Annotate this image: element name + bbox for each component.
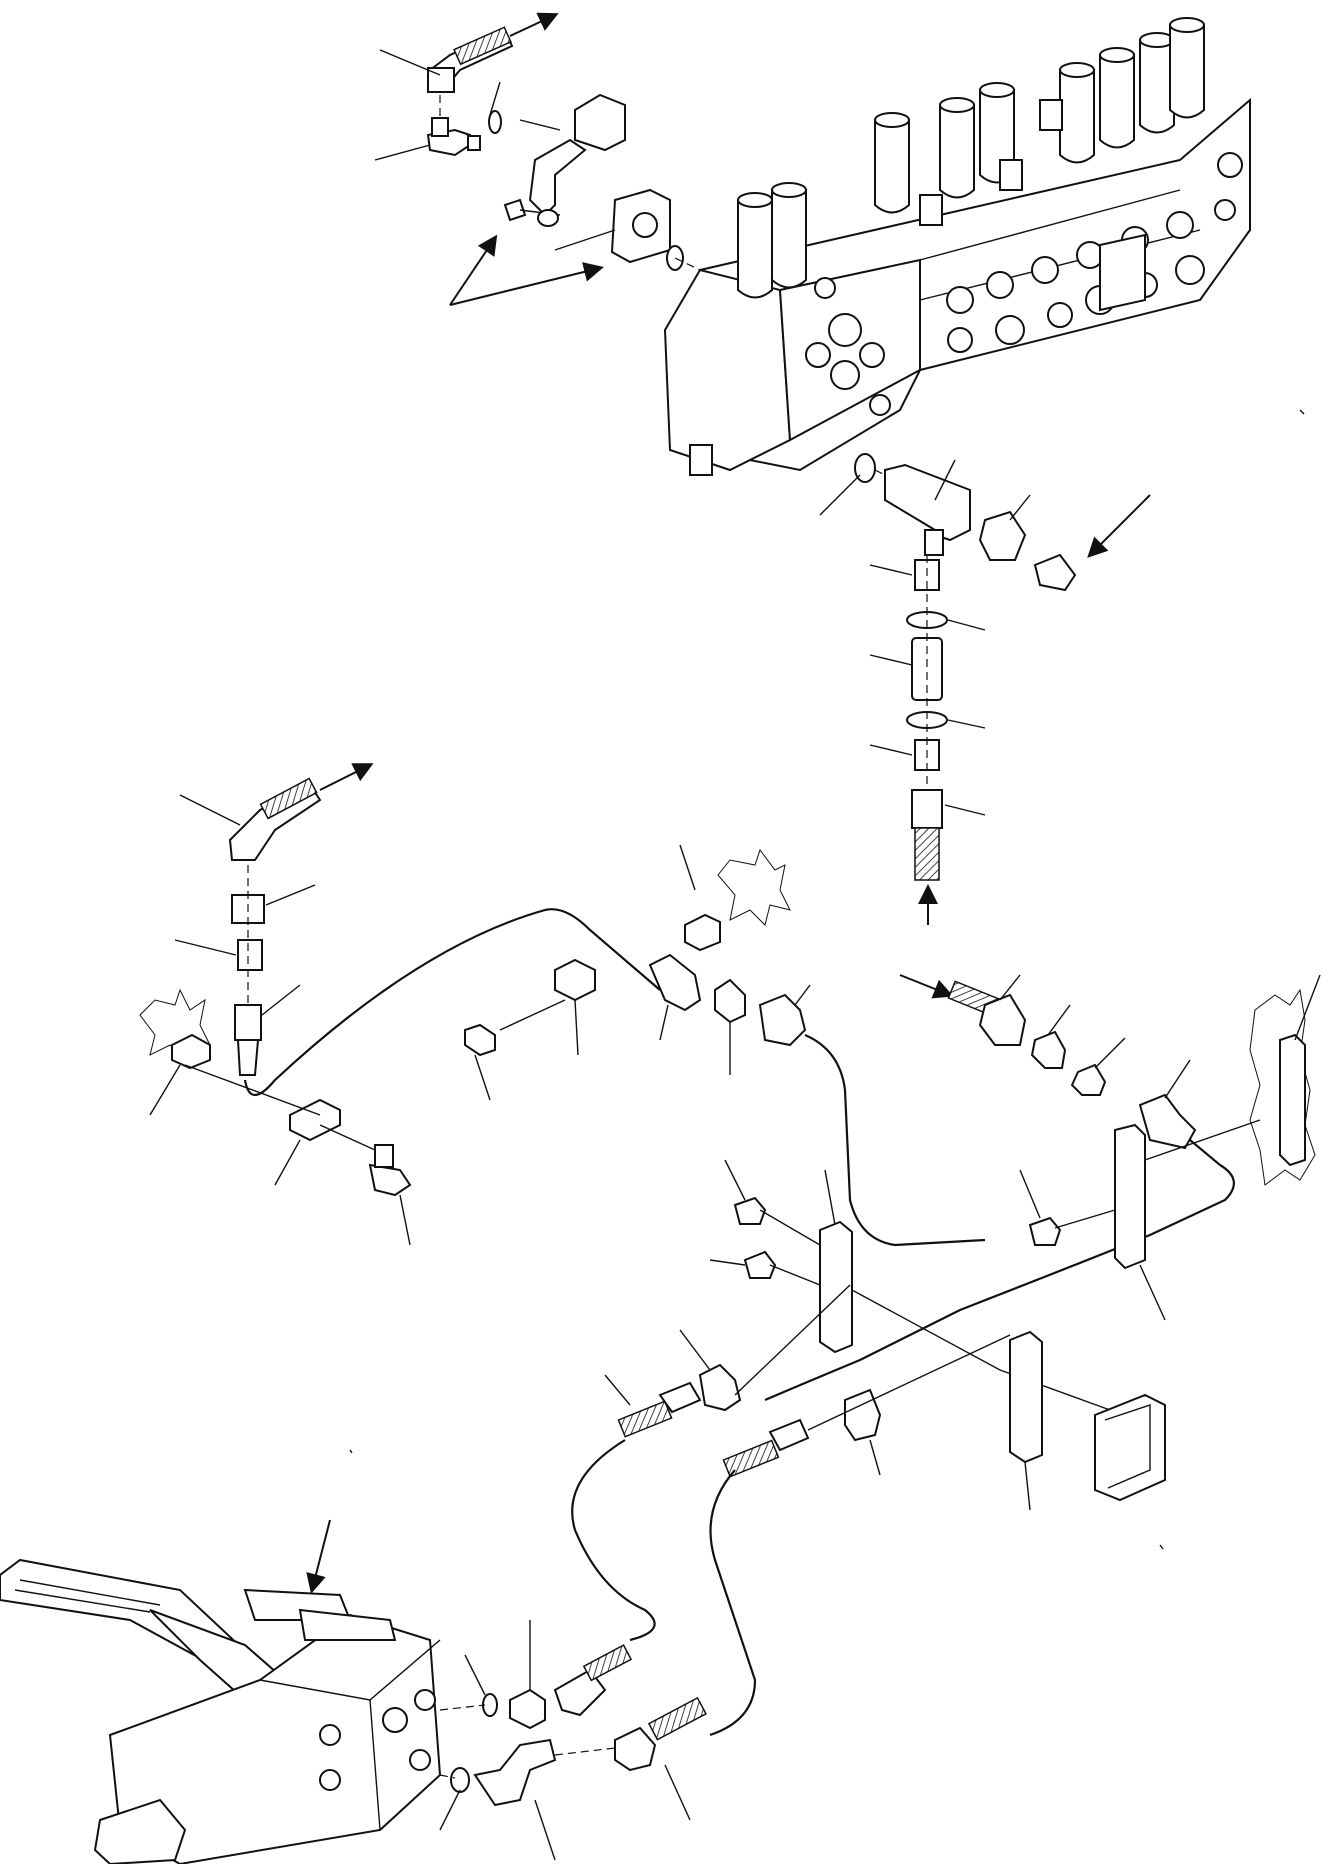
bolt-head	[1028, 1216, 1062, 1246]
o-ring	[450, 1767, 470, 1793]
port	[319, 1724, 341, 1746]
port	[382, 1707, 408, 1733]
central-clamp-assembly	[571, 1159, 1166, 1737]
port	[830, 360, 860, 390]
bulkhead-union	[648, 953, 702, 1012]
hose-routes	[243, 844, 986, 1247]
pointer-arrow	[1087, 494, 1151, 558]
direction-arrow	[509, 12, 559, 37]
port	[859, 342, 885, 368]
right-inline-fittings	[764, 974, 1321, 1402]
hose-crimp	[617, 1400, 673, 1438]
port	[409, 1749, 431, 1771]
clamp-plate	[1114, 1123, 1146, 1270]
hose-crimp	[647, 1696, 707, 1741]
adapter	[714, 978, 746, 1024]
hose-crimp	[914, 827, 940, 881]
relief-valves	[814, 99, 1063, 299]
pointer-arrow	[306, 1519, 331, 1594]
bolt-head	[368, 1163, 412, 1197]
hex-nut	[1030, 1030, 1067, 1069]
port	[414, 1689, 436, 1711]
spool-covers	[737, 17, 1205, 299]
adapter	[1070, 1063, 1107, 1096]
o-ring	[482, 1693, 498, 1717]
left-fitting-stack	[139, 763, 412, 1246]
pressure-sender	[1033, 553, 1077, 592]
port	[869, 394, 891, 416]
hose-line	[571, 1439, 656, 1642]
adapter	[768, 1418, 810, 1452]
control-valve-block	[663, 17, 1251, 476]
hose-nut	[614, 1726, 657, 1772]
mounting-bracket-section	[1249, 988, 1316, 1186]
tee-port	[924, 529, 944, 556]
hose-nut	[844, 1388, 882, 1442]
clamp-plate	[1279, 1033, 1306, 1167]
pipe-bend	[528, 138, 587, 217]
manifold-block	[574, 93, 626, 152]
sleeve	[758, 993, 807, 1047]
tee-fitting	[884, 463, 971, 542]
bottom-plug	[689, 444, 713, 476]
hose-nut	[698, 1363, 742, 1412]
bolt-head	[743, 1250, 777, 1279]
hose-crimp	[453, 26, 512, 66]
valve-end-cap	[663, 268, 792, 472]
port	[319, 1769, 341, 1791]
hose-crimp	[259, 777, 318, 820]
hose-line	[243, 908, 661, 1097]
pedal-port-fittings	[439, 1620, 707, 1861]
bolt-head	[464, 1023, 496, 1057]
hose-nut	[978, 993, 1027, 1046]
adapter	[237, 939, 263, 971]
valve-nose	[93, 1798, 187, 1864]
side-plate	[1099, 233, 1146, 312]
clamp-plate	[1009, 1330, 1043, 1464]
pointer-arrow	[449, 234, 498, 306]
adapter-thread	[431, 117, 449, 137]
bolt-head	[503, 198, 527, 222]
sleeve	[234, 1004, 262, 1041]
hose-line	[804, 1033, 986, 1247]
hose-line	[709, 1469, 757, 1737]
bolt-shank	[374, 1144, 394, 1168]
hose-line	[764, 1139, 1235, 1402]
mounting-bracket-section	[717, 848, 791, 926]
clamp	[289, 1098, 341, 1142]
hose-crimp	[582, 1644, 633, 1682]
elbow-adapter	[473, 1738, 557, 1807]
hose-nut	[553, 1668, 607, 1717]
clamp	[171, 1033, 211, 1070]
adapter	[509, 1688, 546, 1730]
clamp-plate	[819, 1220, 853, 1354]
pointer-arrow	[449, 262, 604, 306]
o-ring	[488, 110, 502, 134]
tube-end	[236, 1039, 260, 1076]
port	[828, 313, 862, 347]
mounting-bracket-section	[139, 988, 211, 1061]
hose-nut	[911, 789, 943, 829]
top-fittings	[374, 12, 701, 306]
bolt-head	[733, 1196, 767, 1225]
channel-bracket	[1094, 1393, 1166, 1502]
direction-arrow	[899, 974, 954, 999]
adapter	[658, 1381, 702, 1414]
clamp	[684, 913, 721, 952]
sleeve	[1138, 1093, 1197, 1150]
adapter-thread	[467, 135, 481, 151]
direction-arrow	[319, 763, 374, 791]
hex-nut	[978, 510, 1027, 561]
hose-crimp	[722, 1439, 780, 1478]
tee-stack	[819, 453, 1151, 925]
plunger	[298, 1608, 397, 1641]
washer	[537, 209, 559, 227]
pedal-valve	[0, 1519, 442, 1864]
clamp	[554, 958, 596, 1002]
valve-inlet-section	[778, 258, 921, 442]
stray-marks	[349, 409, 1305, 1550]
port	[805, 342, 831, 368]
